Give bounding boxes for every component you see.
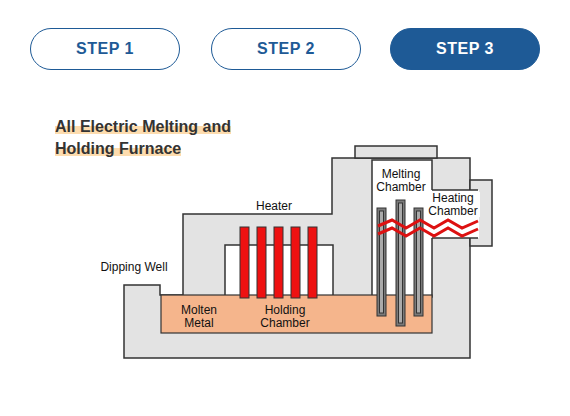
part-label: Molten Metal [174, 304, 224, 329]
heater-rod [240, 227, 249, 298]
tube [396, 200, 405, 326]
step-tab: STEP 2 [211, 28, 361, 70]
part-label: Heater [244, 200, 304, 213]
diagram-title: All Electric Melting and Holding Furnace [55, 116, 285, 160]
part-label: Melting Chamber [373, 168, 429, 193]
step-tab: STEP 1 [30, 28, 180, 70]
heater-elements [240, 227, 317, 298]
step-label: STEP 1 [76, 40, 134, 58]
part-label: Holding Chamber [255, 304, 315, 329]
tube-inner [417, 211, 421, 313]
part-label: Dipping Well [89, 261, 179, 274]
step-label: STEP 3 [436, 40, 494, 58]
melting-tubes [377, 200, 423, 326]
part-label: Heating Chamber [426, 192, 480, 217]
coil [378, 228, 478, 236]
step-tab: STEP 3 [390, 28, 540, 70]
heater-rod [291, 227, 300, 298]
heater-rod [257, 227, 266, 298]
title-text: All Electric Melting and Holding Furnace [55, 118, 231, 157]
molten-metal [161, 295, 432, 333]
heater-rod [274, 227, 283, 298]
heater-rod [308, 227, 317, 298]
heating-coils [378, 220, 478, 236]
tube-inner [399, 203, 403, 323]
furnace-lid [355, 146, 437, 158]
molten-metal-fill [162, 296, 431, 332]
step-label: STEP 2 [257, 40, 315, 58]
coil [378, 220, 478, 228]
furnace-body [124, 158, 470, 358]
